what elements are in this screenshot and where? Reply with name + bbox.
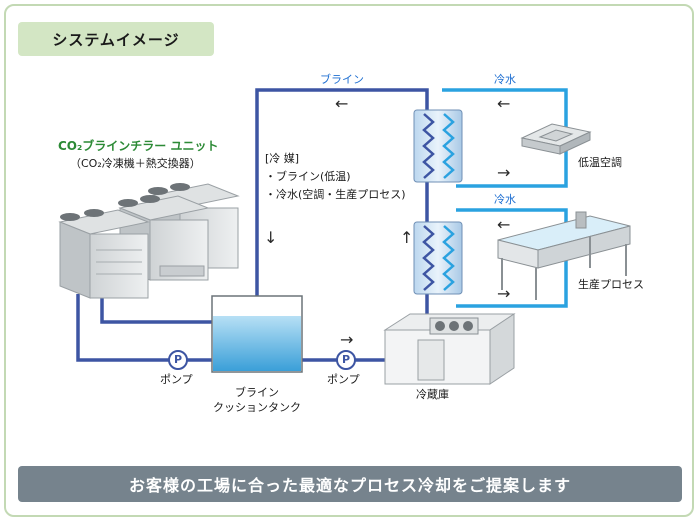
- heat-exchanger-lower: [413, 221, 463, 295]
- pump-symbol-right: P: [342, 353, 351, 366]
- pump-label-left: ポンプ: [160, 373, 193, 386]
- chiller-module-front: [58, 209, 150, 299]
- brine-pipes: [76, 88, 429, 362]
- flow-arrow-water-lower-return: ←: [497, 215, 511, 234]
- brine-label: ブライン: [320, 73, 364, 86]
- production-line-illustration: [497, 211, 631, 300]
- section-title: システムイメージ: [18, 22, 214, 56]
- low-temp-ac-label: 低温空調: [578, 156, 622, 169]
- ceiling-ac-illustration: [520, 123, 592, 155]
- refrigerant-item-brine: ・ブライン(低温): [265, 170, 351, 183]
- flow-arrow-water-upper-return: ←: [497, 94, 511, 113]
- pump-label-right: ポンプ: [327, 373, 360, 386]
- flow-arrow-brine-top: ←: [335, 94, 349, 113]
- production-process-label: 生産プロセス: [578, 278, 644, 291]
- footer-banner: お客様の工場に合った最適なプロセス冷却をご提案します: [18, 466, 682, 502]
- flow-arrow-water-lower-supply: →: [497, 284, 511, 303]
- flow-arrow-up: ↑: [400, 228, 414, 247]
- tank-label-line2: クッションタンク: [213, 401, 301, 414]
- cold-storage-label: 冷蔵庫: [416, 388, 449, 401]
- flow-arrow-down: ↓: [264, 228, 278, 247]
- chiller-unit-subtitle: （CO₂冷凍機＋熱交換器）: [70, 157, 201, 170]
- flow-arrow-water-upper-supply: →: [497, 163, 511, 182]
- chiller-unit-illustration: [58, 183, 240, 299]
- pump-symbol-left: P: [174, 353, 183, 366]
- pump-right: [336, 350, 356, 370]
- chilled-water-label-lower: 冷水: [494, 193, 516, 206]
- brine-pipe-top-loop: [255, 88, 429, 296]
- chilled-water-label-upper: 冷水: [494, 73, 516, 86]
- heat-exchanger-upper: [413, 109, 463, 183]
- flow-arrow-to-storage: →: [340, 330, 354, 349]
- brine-cushion-tank: [211, 295, 303, 373]
- refrigerant-heading: [冷 媒]: [265, 152, 300, 165]
- brine-pipe-unit-lower: [76, 294, 212, 362]
- cold-storage-illustration: [383, 313, 516, 385]
- chiller-unit-title: CO₂ブラインチラー ユニット: [58, 139, 219, 153]
- refrigerant-item-water: ・冷水(空調・生産プロセス): [265, 188, 406, 201]
- brine-pipe-unit-upper: [100, 294, 212, 324]
- pump-left: [168, 350, 188, 370]
- tank-label-line1: ブライン: [235, 386, 279, 399]
